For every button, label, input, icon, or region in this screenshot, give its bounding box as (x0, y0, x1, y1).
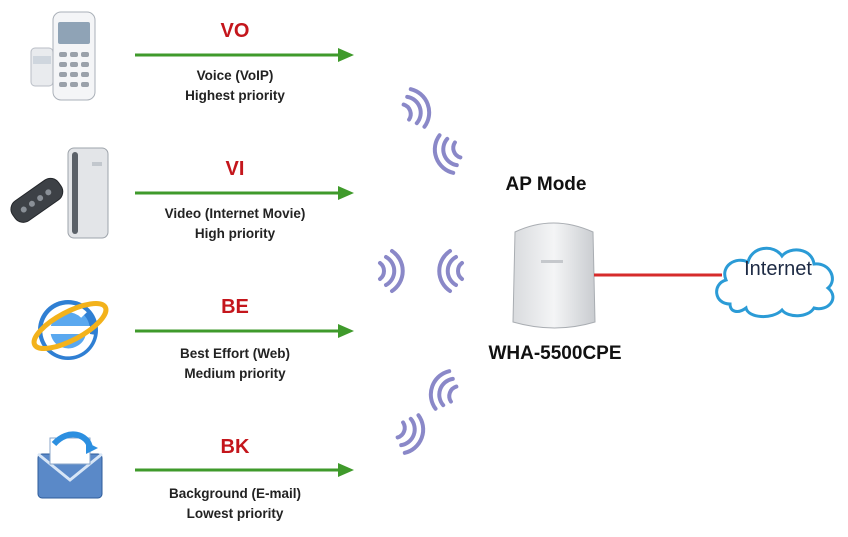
flow-vi-line2: High priority (194, 226, 276, 241)
flow-be-line1: Best Effort (Web) (180, 346, 290, 361)
flow-be-description: Best Effort (Web) Medium priority (120, 344, 350, 384)
wireless-wave-icon (401, 87, 432, 129)
flow-vo-line2: Highest priority (185, 88, 285, 103)
wireless-wave-icon (395, 413, 426, 455)
wireless-wave-icon (428, 369, 459, 411)
ap-mode-label: AP Mode (505, 174, 587, 195)
email-icon (37, 431, 103, 499)
flow-vi-line1: Video (Internet Movie) (164, 206, 306, 221)
arrow-be (135, 324, 354, 338)
arrow-vi (135, 186, 354, 200)
internet-link (594, 273, 722, 277)
category-vo: VO (220, 20, 250, 42)
voip-phone-icon (30, 11, 96, 101)
arrow-bk (135, 463, 354, 477)
web-browser-icon (31, 300, 109, 360)
flow-be-line2: Medium priority (184, 366, 286, 381)
wireless-wave-icon (378, 249, 405, 293)
arrow-vo (135, 48, 354, 62)
flow-vo-line1: Voice (VoIP) (196, 68, 274, 83)
ap-model-label: WHA-5500CPE (488, 343, 622, 364)
flow-bk-line1: Background (E-mail) (168, 486, 301, 501)
access-point-icon (512, 222, 596, 329)
internet-label: Internet (744, 258, 812, 280)
wireless-wave-icon (437, 249, 464, 293)
wireless-wave-icon (432, 133, 463, 175)
flow-vo-description: Voice (VoIP) Highest priority (120, 66, 350, 106)
flow-bk-description: Background (E-mail) Lowest priority (120, 484, 350, 524)
category-be: BE (221, 296, 249, 318)
flow-bk-line2: Lowest priority (186, 506, 284, 521)
category-bk: BK (220, 436, 250, 458)
category-vi: VI (225, 158, 245, 180)
flow-vi-description: Video (Internet Movie) High priority (120, 204, 350, 244)
cloud-icon (715, 246, 835, 318)
media-player-icon (10, 147, 109, 239)
